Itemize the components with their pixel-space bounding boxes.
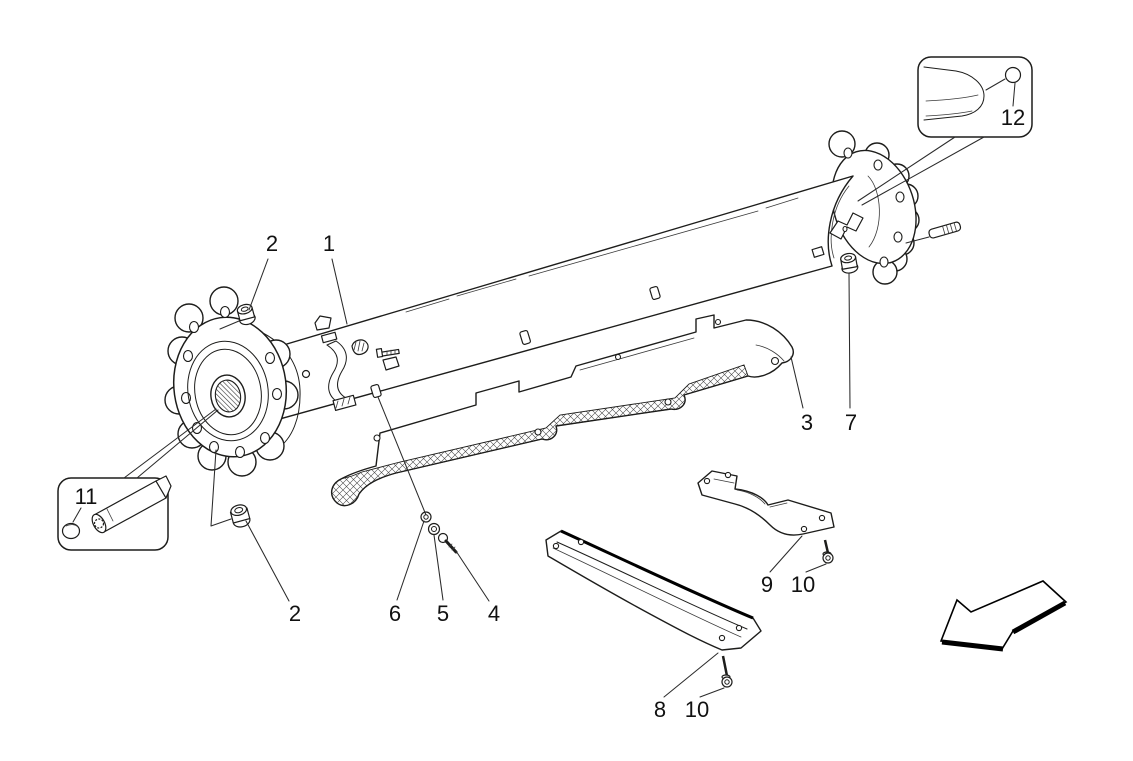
callout-1: 1: [323, 231, 335, 256]
callout-8: 8: [654, 697, 666, 722]
flange-nut-lower: [229, 504, 251, 528]
end-clip: [829, 212, 864, 240]
callout-4: 4: [488, 601, 500, 626]
callout-10-bracket: 10: [791, 572, 815, 597]
callout-10-crossmember: 10: [685, 697, 709, 722]
flange-nut-upper: [236, 303, 256, 326]
shield-insulation: [331, 364, 749, 506]
threaded-stud: [928, 221, 962, 239]
clip-bolt: [375, 347, 400, 371]
left-flange: [164, 286, 299, 477]
tube-tab: [314, 315, 332, 331]
callout-2-top: 2: [266, 231, 278, 256]
small-bolt: [301, 369, 311, 379]
callout-12: 12: [1001, 105, 1025, 130]
callout-2-bottom: 2: [289, 601, 301, 626]
callout-labels: 1 2 2 3 4 5 6 7 8 9 10 10 11 12: [75, 105, 1026, 722]
rear-nut: [840, 252, 859, 274]
cross-member: [545, 529, 762, 651]
callout-5: 5: [437, 601, 449, 626]
tube-stud: [649, 285, 661, 301]
callout-3: 3: [801, 410, 813, 435]
end-stud: [811, 246, 825, 258]
detail-inset-11: [57, 408, 219, 551]
callout-6: 6: [389, 601, 401, 626]
bracket-bolt: [822, 539, 834, 564]
leader-lines: [210, 236, 930, 698]
direction-arrow: [939, 580, 1068, 652]
detail-inset-12: [857, 56, 1033, 206]
support-bracket: [697, 470, 835, 536]
strap-bracket: [320, 331, 357, 412]
screw: [437, 532, 458, 554]
heat-shield: [330, 314, 794, 507]
callout-9: 9: [761, 572, 773, 597]
cross-member-bolt: [721, 655, 733, 688]
clip: [351, 339, 369, 356]
plug: [1004, 66, 1022, 84]
end-cap: [61, 522, 81, 540]
right-flange: [828, 130, 920, 285]
tube-stud: [519, 329, 531, 345]
callout-11: 11: [75, 484, 98, 509]
washer-large: [420, 511, 432, 523]
splined-socket: [93, 518, 105, 529]
splined-bore: [214, 379, 242, 413]
drive-shaft-tube: [239, 175, 864, 450]
callout-7: 7: [845, 410, 857, 435]
washer-small: [427, 522, 441, 536]
